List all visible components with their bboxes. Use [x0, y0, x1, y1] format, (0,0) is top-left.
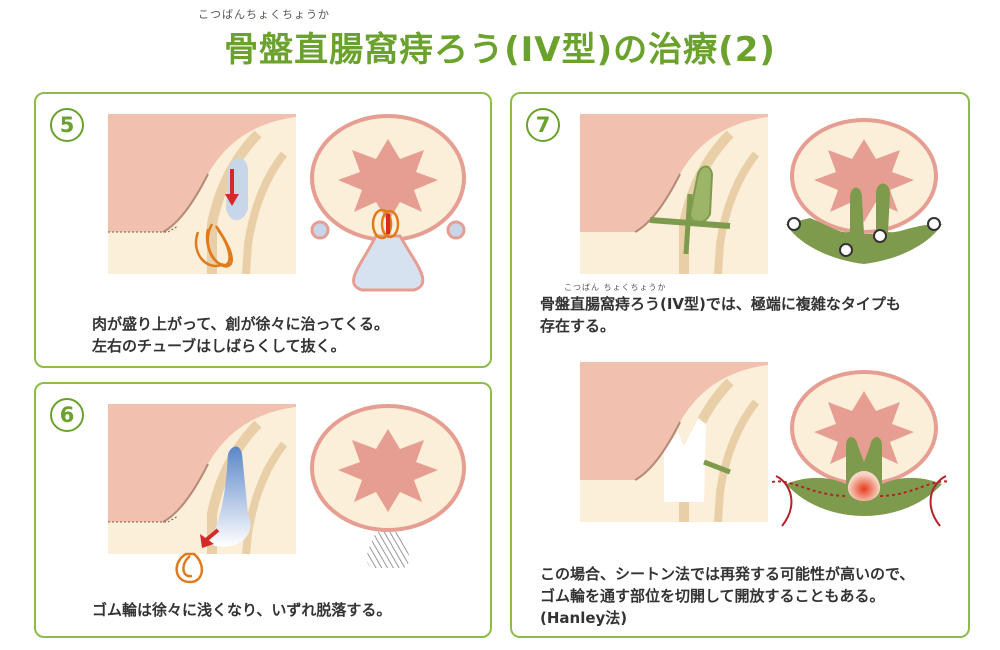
title-furigana: こつばんちょくちょうか	[198, 8, 330, 21]
panel-step-6: 6 ゴム輪は徐々に浅くなり、いずれ脱落する。	[34, 382, 492, 638]
caption-step-5-line-2: 左右のチューブはしばらくして抜く。	[92, 337, 346, 355]
caption-step-7-bottom-line-2: ゴム輪を通す部位を切開して開放することもある。	[540, 587, 885, 605]
panel-step-7: 7 こつばん ちょくちょうか 骨盤直腸窩痔ろう(IV型)では、極端に複雑なタイプ…	[510, 92, 970, 638]
side-view-illustration-7b	[580, 362, 768, 522]
cross-section-illustration-7b	[772, 370, 950, 527]
rubber-band-6	[175, 552, 203, 584]
page-title: 骨盤直腸窩痔ろう(IV型)の治療(2)	[224, 30, 776, 70]
side-view-illustration-7a	[580, 114, 768, 274]
ruby-step-7: こつばん ちょくちょうか	[564, 283, 667, 292]
step-number-6: 6	[50, 398, 84, 432]
caption-step-5-line-1: 肉が盛り上がって、創が徐々に治ってくる。	[92, 315, 390, 333]
step-number-7: 7	[526, 108, 560, 142]
cross-section-illustration-5	[310, 114, 466, 292]
incision-opening-7b	[664, 418, 706, 502]
step-number-5: 5	[50, 108, 84, 142]
side-view-illustration-5	[108, 114, 296, 274]
side-view-illustration-6	[108, 404, 296, 584]
caption-step-7-top-line-2: 存在する。	[540, 317, 616, 335]
rubber-band-5	[194, 223, 233, 268]
panel-step-5: 5 肉が盛り上がって、創が徐々に治ってくる。 左右のチューブはしばらくして抜く。	[34, 92, 492, 368]
cross-section-illustration-7a	[786, 118, 942, 264]
caption-step-6-line-1: ゴム輪は徐々に浅くなり、いずれ脱落する。	[92, 601, 392, 619]
fistula-network-7a	[786, 183, 942, 264]
caption-step-7-bottom-line-1: この場合、シートン法では再発する可能性が高いので、	[540, 565, 915, 583]
fistula-tract-7a	[649, 165, 731, 255]
cross-section-illustration-6	[310, 404, 466, 568]
caption-step-7-top-line-1: 骨盤直腸窩痔ろう(IV型)では、極端に複雑なタイプも	[540, 295, 901, 313]
red-arrow-6	[204, 528, 220, 542]
caption-step-7-bottom-line-3: (Hanley法)	[540, 609, 628, 627]
